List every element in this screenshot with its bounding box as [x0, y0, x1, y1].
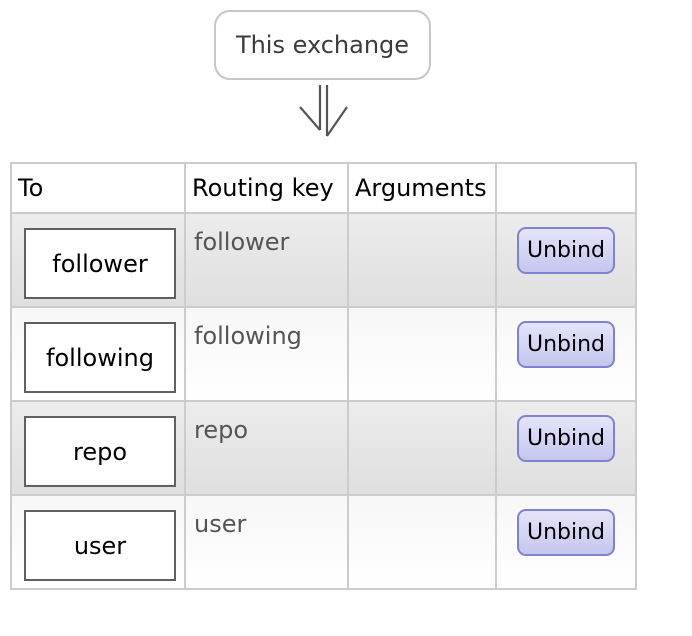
routing-key-cell: user [184, 494, 349, 590]
queue-box[interactable]: user [24, 510, 176, 581]
queue-name: user [73, 531, 127, 560]
table-header-row: To Routing key Arguments [10, 162, 637, 214]
to-cell: repo [10, 400, 186, 496]
to-cell: user [10, 494, 186, 590]
double-down-arrow-icon [298, 85, 348, 137]
to-cell: follower [10, 212, 186, 308]
routing-key-cell: following [184, 306, 349, 402]
routing-key-cell: repo [184, 400, 349, 496]
column-header-arguments: Arguments [347, 162, 497, 214]
unbind-button[interactable]: Unbind [516, 415, 616, 462]
bindings-table-body: follower follower Unbind following follo… [10, 212, 637, 590]
column-header-to: To [10, 162, 186, 214]
arguments-cell [347, 494, 497, 590]
unbind-button[interactable]: Unbind [516, 321, 616, 368]
queue-name: follower [52, 249, 148, 278]
this-exchange-box: This exchange [213, 10, 432, 80]
routing-key-cell: follower [184, 212, 349, 308]
bindings-panel: This exchange To Routing key Arguments [10, 10, 637, 590]
action-cell: Unbind [495, 400, 637, 496]
to-cell: following [10, 306, 186, 402]
column-header-routing-key: Routing key [184, 162, 349, 214]
table-row: user user Unbind [10, 494, 637, 590]
unbind-button[interactable]: Unbind [516, 227, 616, 274]
unbind-button[interactable]: Unbind [516, 509, 616, 556]
action-cell: Unbind [495, 212, 637, 308]
queue-box[interactable]: follower [24, 228, 176, 299]
arguments-cell [347, 400, 497, 496]
action-cell: Unbind [495, 494, 637, 590]
column-header-actions [495, 162, 637, 214]
action-cell: Unbind [495, 306, 637, 402]
binding-diagram: This exchange [10, 10, 635, 140]
table-row: repo repo Unbind [10, 400, 637, 496]
table-row: following following Unbind [10, 306, 637, 402]
bindings-table: To Routing key Arguments follower follow… [10, 162, 637, 590]
queue-name: repo [72, 437, 128, 466]
queue-name: following [46, 343, 154, 372]
arguments-cell [347, 212, 497, 308]
arrow-container [10, 84, 635, 140]
table-row: follower follower Unbind [10, 212, 637, 308]
queue-box[interactable]: repo [24, 416, 176, 487]
queue-box[interactable]: following [24, 322, 176, 393]
arguments-cell [347, 306, 497, 402]
